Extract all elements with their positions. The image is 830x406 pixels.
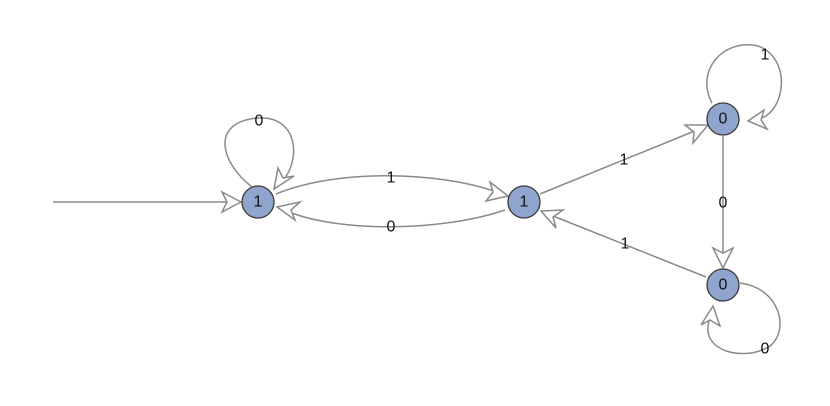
arrowhead [711, 246, 735, 270]
state-node: 1 [507, 185, 541, 219]
nodes: 1 1 0 0 [241, 102, 740, 302]
arrowhead [272, 165, 295, 191]
node-label: 0 [719, 111, 728, 128]
edge-label: 0 [387, 219, 396, 236]
node-label: 1 [254, 194, 263, 211]
edge-label: 1 [387, 170, 396, 187]
edge-label: 0 [255, 113, 264, 130]
edge-D-D: 0 [700, 282, 781, 358]
edge-label: 1 [621, 236, 630, 253]
arrowhead [539, 209, 566, 229]
edge-A-B: 1 [275, 170, 510, 203]
edge-A-A: 0 [224, 113, 295, 191]
node-circle [706, 268, 740, 302]
edge-C-C: 1 [706, 44, 783, 131]
edges: 0 1 0 1 1 0 [53, 44, 783, 358]
arrowhead [484, 179, 510, 203]
edge-label: 0 [761, 341, 770, 358]
edge-B-A: 0 [275, 200, 506, 236]
state-node: 1 [241, 185, 275, 219]
edge-start [53, 190, 243, 214]
node-circle [507, 185, 541, 219]
state-node: 0 [706, 102, 740, 136]
edge-C-D: 0 [711, 136, 735, 270]
node-circle [706, 102, 740, 136]
arrowhead [682, 124, 710, 146]
node-label: 1 [520, 194, 529, 211]
arrowhead [700, 304, 722, 328]
state-node: 0 [706, 268, 740, 302]
edge-label: 0 [719, 195, 728, 212]
edge-label: 1 [620, 152, 629, 169]
arrowhead [275, 200, 303, 223]
edge-B-C: 1 [539, 124, 710, 195]
edge-D-B: 1 [539, 209, 707, 278]
node-label: 0 [719, 277, 728, 294]
node-circle [241, 185, 275, 219]
arrowhead [220, 190, 243, 214]
arrowhead [746, 108, 770, 131]
edge-label: 1 [761, 47, 770, 64]
